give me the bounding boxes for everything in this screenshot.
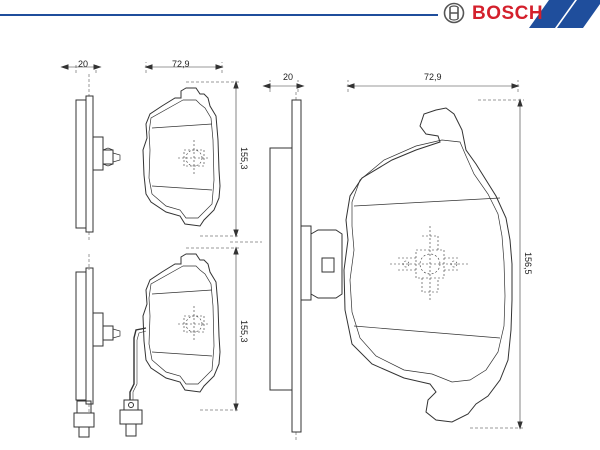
small-bottom-height-label: 155,3 (239, 320, 249, 343)
small-top-height-label: 155,3 (239, 147, 249, 170)
small-top-width-label: 72,9 (172, 59, 190, 69)
large-front-view (343, 80, 524, 430)
large-thickness-label: 20 (283, 72, 294, 82)
small-bottom-front-view (119, 246, 240, 437)
small-top-thickness-label: 20 (78, 59, 89, 69)
small-top-front-view (142, 62, 240, 238)
brand-name: BOSCH (472, 3, 544, 24)
large-height-label: 156,5 (523, 252, 533, 275)
large-side-view (230, 80, 343, 442)
bosch-logo-icon (443, 2, 465, 24)
small-top-side-view (60, 64, 121, 242)
large-width-label: 72,9 (424, 72, 442, 82)
small-bottom-side-view (73, 254, 121, 438)
